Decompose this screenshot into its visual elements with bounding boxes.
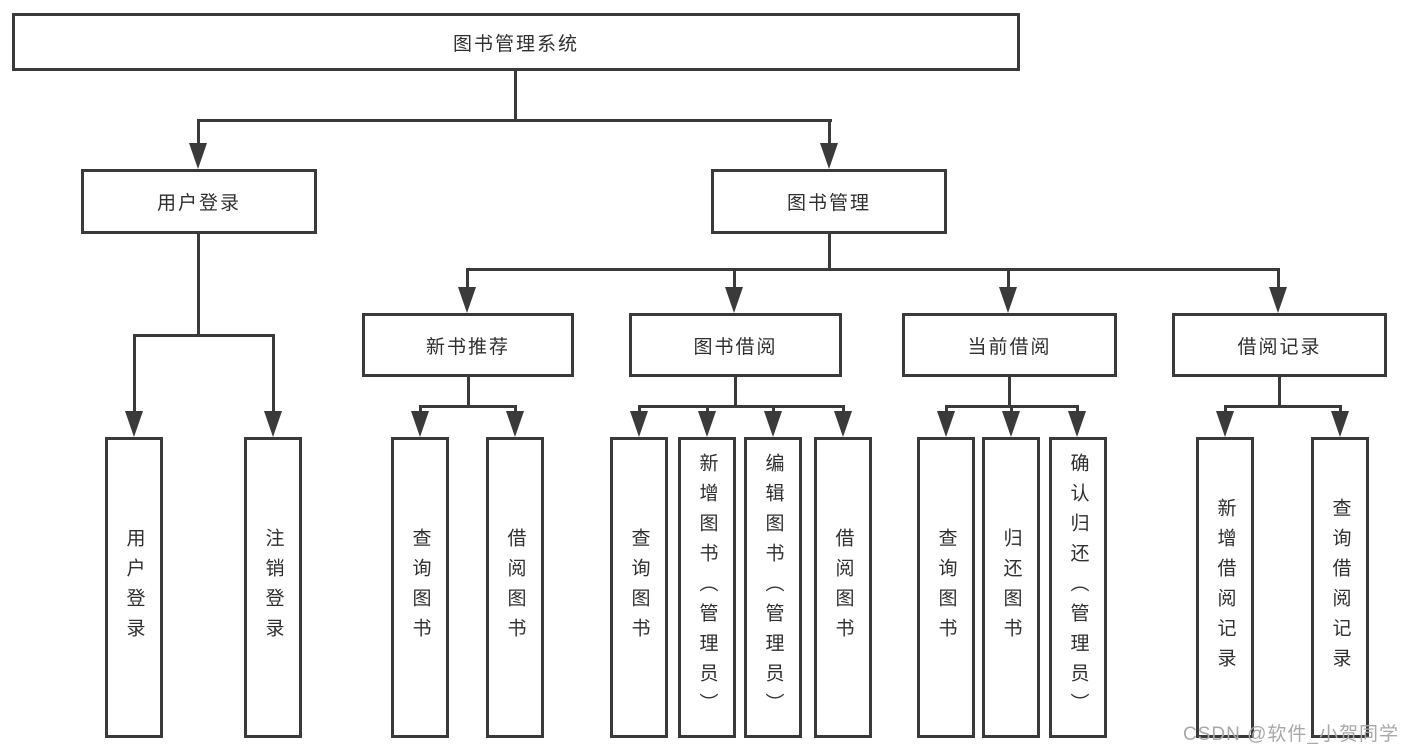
leaf-query-books-recommend: 查询图书 (391, 437, 449, 738)
v-line (733, 268, 736, 292)
h-line (197, 119, 832, 122)
h-line (466, 268, 1280, 271)
leaf-label: 借阅图书 (504, 527, 526, 648)
node-label: 图书管理系统 (452, 33, 579, 55)
v-line (1278, 377, 1281, 408)
h-line (638, 405, 844, 408)
arrowhead-down-icon (698, 411, 716, 437)
node-current-borrow: 当前借阅 (902, 313, 1117, 377)
arrowhead-down-icon (1216, 411, 1234, 437)
node-book-management: 图书管理 (711, 169, 947, 234)
arrowhead-down-icon (411, 411, 429, 437)
leaf-label: 新增图书（管理员） (696, 452, 718, 723)
node-borrow-records: 借阅记录 (1172, 313, 1387, 377)
v-line (1007, 268, 1010, 292)
leaf-add-borrow-record: 新增借阅记录 (1196, 437, 1254, 738)
leaf-return-book: 归还图书 (982, 437, 1040, 738)
leaf-confirm-return-admin: 确认归还（管理员） (1049, 437, 1107, 738)
leaf-label: 注销登录 (262, 527, 284, 648)
leaf-query-books-borrow: 查询图书 (610, 437, 668, 738)
v-line (467, 377, 470, 408)
v-line (272, 334, 275, 416)
arrowhead-down-icon (1331, 411, 1349, 437)
v-line (466, 268, 469, 292)
leaf-user-login: 用户登录 (105, 437, 163, 738)
leaf-logout: 注销登录 (244, 437, 302, 738)
v-line (734, 377, 737, 408)
h-line (133, 334, 275, 337)
leaf-label: 查询图书 (628, 527, 650, 648)
leaf-edit-book-admin: 编辑图书（管理员） (744, 437, 802, 738)
leaf-label: 编辑图书（管理员） (762, 452, 784, 723)
arrowhead-down-icon (264, 411, 282, 437)
v-line (133, 334, 136, 416)
arrowhead-down-icon (999, 287, 1017, 313)
v-line (197, 119, 200, 149)
leaf-label: 借阅图书 (832, 527, 854, 648)
arrowhead-down-icon (630, 411, 648, 437)
leaf-label: 用户登录 (123, 527, 145, 648)
node-user-login: 用户登录 (81, 169, 317, 234)
leaf-label: 确认归还（管理员） (1067, 452, 1089, 723)
h-line (419, 405, 517, 408)
arrowhead-down-icon (458, 287, 476, 313)
leaf-label: 查询借阅记录 (1329, 497, 1351, 678)
node-new-book-recommend: 新书推荐 (362, 313, 574, 377)
node-label: 借阅记录 (1237, 336, 1322, 358)
v-line (197, 233, 200, 337)
v-line (828, 119, 831, 149)
arrowhead-down-icon (937, 411, 955, 437)
arrowhead-down-icon (506, 411, 524, 437)
arrowhead-down-icon (1269, 287, 1287, 313)
arrowhead-down-icon (1002, 411, 1020, 437)
v-line (1008, 377, 1011, 408)
v-line (514, 70, 517, 121)
arrowhead-down-icon (764, 411, 782, 437)
leaf-add-book-admin: 新增图书（管理员） (678, 437, 736, 738)
csdn-watermark: CSDN @软件_小贺同学 (1183, 724, 1399, 745)
arrowhead-down-icon (125, 411, 143, 437)
leaf-query-borrow-record: 查询借阅记录 (1311, 437, 1369, 738)
leaf-label: 查询图书 (935, 527, 957, 648)
arrowhead-down-icon (725, 287, 743, 313)
arrowhead-down-icon (834, 411, 852, 437)
leaf-label: 新增借阅记录 (1214, 497, 1236, 678)
node-label: 新书推荐 (425, 336, 510, 358)
leaf-label: 查询图书 (409, 527, 431, 648)
node-library-system: 图书管理系统 (12, 13, 1020, 71)
node-book-borrow: 图书借阅 (629, 313, 842, 377)
leaf-query-books-current: 查询图书 (917, 437, 975, 738)
node-label: 用户登录 (156, 193, 241, 214)
node-label: 图书管理 (786, 193, 871, 214)
v-line (828, 233, 831, 271)
leaf-label: 归还图书 (1000, 527, 1022, 648)
v-line (1277, 268, 1280, 292)
arrowhead-down-icon (189, 143, 207, 169)
node-label: 当前借阅 (967, 336, 1052, 358)
h-line (1224, 405, 1341, 408)
arrowhead-down-icon (820, 143, 838, 169)
leaf-borrow-book: 借阅图书 (814, 437, 872, 738)
node-label: 图书借阅 (693, 336, 778, 358)
leaf-borrow-books-recommend: 借阅图书 (486, 437, 544, 738)
arrowhead-down-icon (1068, 411, 1086, 437)
